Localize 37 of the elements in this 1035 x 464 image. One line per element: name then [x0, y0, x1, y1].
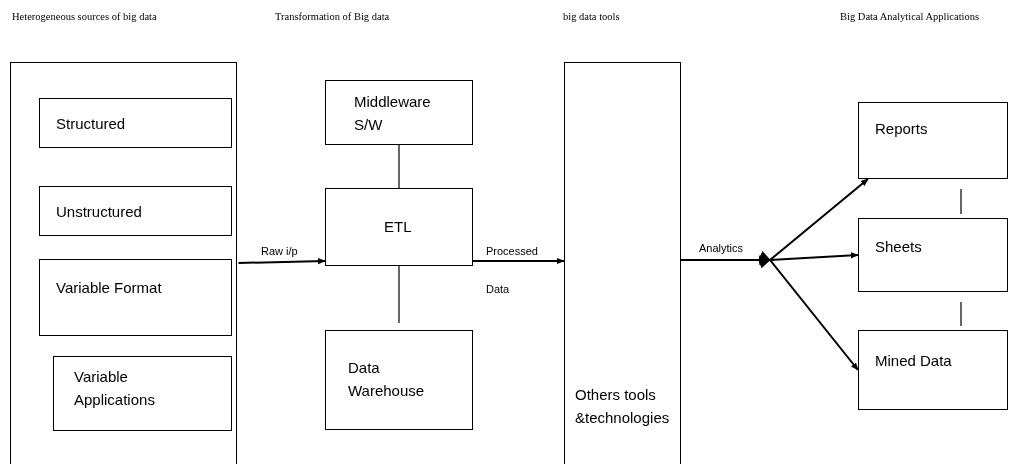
process-box: [39, 186, 232, 236]
process-box: [858, 218, 1008, 292]
column-heading: big data tools: [563, 11, 620, 22]
process-box: [325, 188, 473, 266]
process-box: [858, 330, 1008, 410]
box-label: Unstructured: [56, 202, 142, 222]
column-heading: Transformation of Big data: [275, 11, 390, 22]
box-label: Mined Data: [875, 351, 952, 371]
edge-label: Analytics: [698, 242, 745, 254]
connector-line: [398, 144, 400, 189]
connector-line: [398, 265, 400, 324]
connector-line: [960, 301, 962, 327]
process-box: [53, 356, 232, 431]
arrow: [237, 257, 326, 265]
box-label: Variable Applications: [74, 367, 156, 411]
column-heading: Heterogeneous sources of big data: [12, 11, 157, 22]
box-label: Data Warehouse: [348, 358, 426, 402]
box-label: Variable Format: [56, 278, 163, 298]
edge-label: Raw i/p: [260, 245, 299, 257]
process-box: [564, 62, 681, 464]
container-box: [10, 62, 237, 464]
box-label: Others tools &technologies: [575, 385, 670, 429]
edge-label: Processed Data: [486, 244, 539, 297]
box-label: ETL: [384, 217, 412, 237]
box-label: Sheets: [875, 237, 922, 257]
arrow: [472, 257, 565, 265]
column-heading: Big Data Analytical Applications: [840, 11, 980, 22]
process-box: [325, 330, 473, 430]
box-label: Structured: [56, 114, 126, 134]
process-box: [325, 80, 473, 145]
process-box: [858, 102, 1008, 179]
box-label: Reports: [875, 119, 928, 139]
connector-line: [960, 188, 962, 215]
box-label: Middleware S/W: [354, 92, 432, 136]
arrow: [680, 251, 859, 371]
process-box: [39, 259, 232, 336]
process-box: [39, 98, 232, 148]
